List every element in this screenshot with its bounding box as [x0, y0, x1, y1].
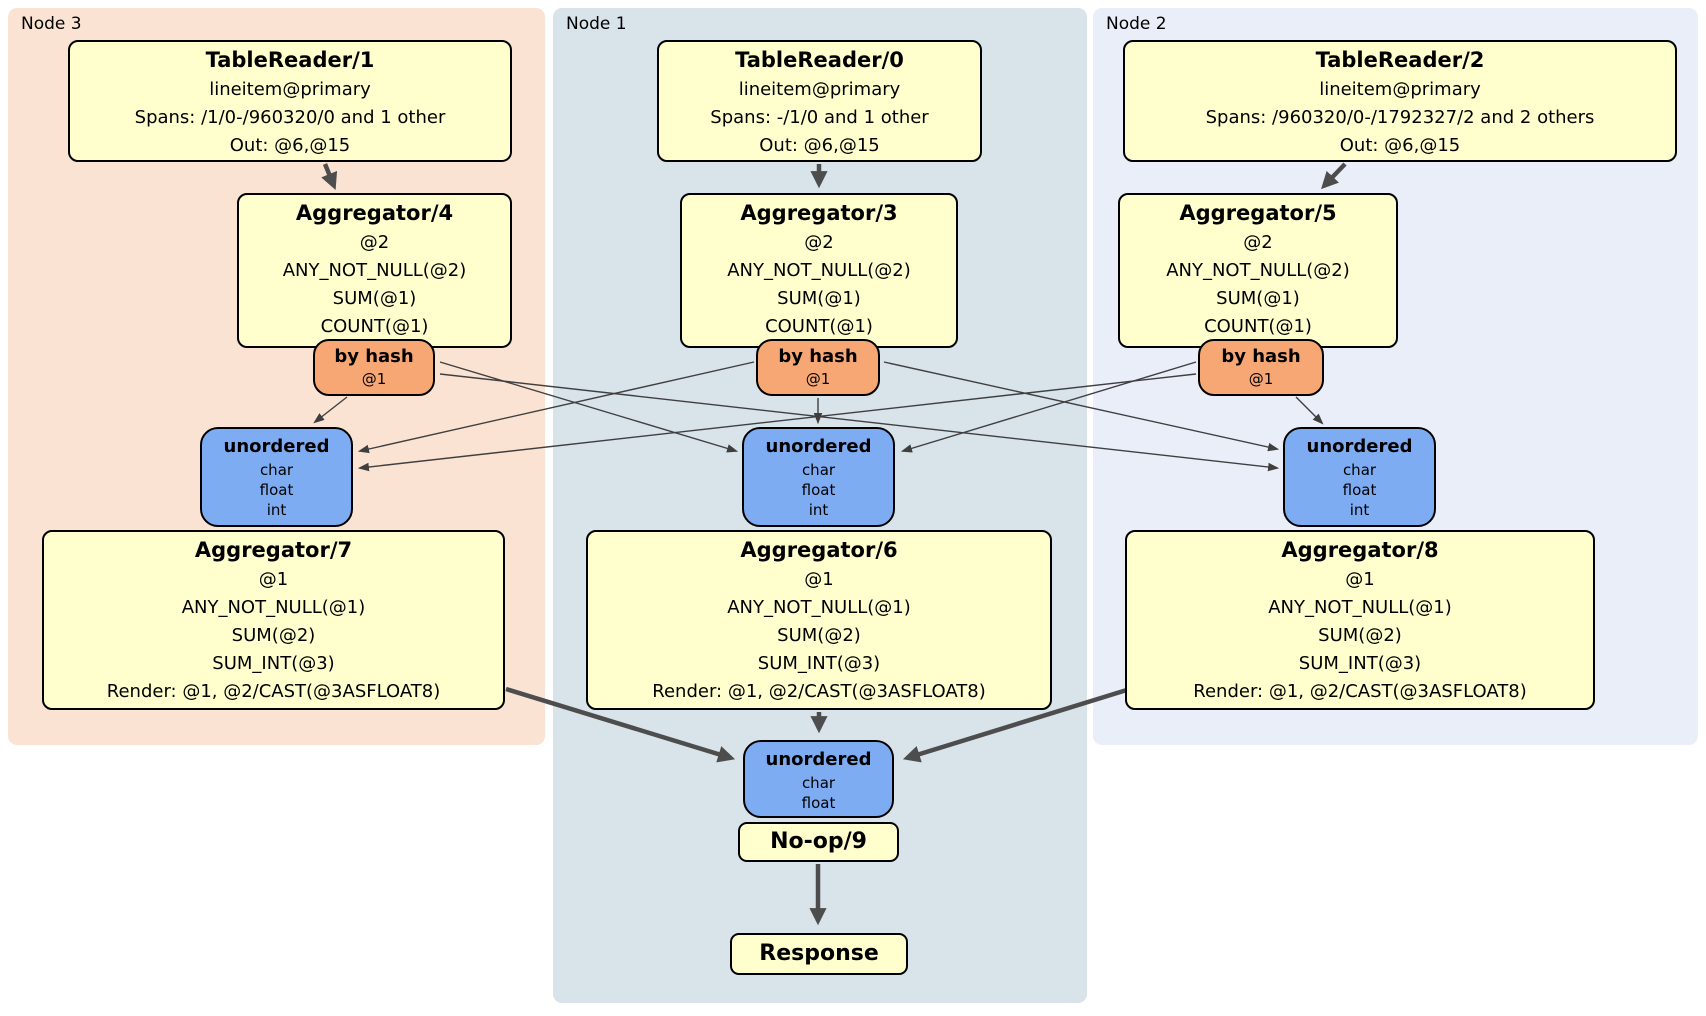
processor-render: Render: @1, @2/CAST(@3ASFLOAT8)	[652, 681, 986, 702]
sync-type: int	[1349, 501, 1370, 519]
processor-aggfunc: SUM(@1)	[332, 288, 417, 309]
sync-title: unordered	[223, 436, 330, 457]
processor-index: lineitem@primary	[209, 79, 371, 100]
router-title: by hash	[334, 346, 414, 367]
processor-index: lineitem@primary	[1319, 79, 1481, 100]
sync-title: unordered	[1306, 436, 1413, 457]
processor-aggregator-8: Aggregator/8 @1 ANY_NOT_NULL(@1) SUM(@2)…	[1125, 530, 1595, 710]
processor-aggregator-7: Aggregator/7 @1 ANY_NOT_NULL(@1) SUM(@2)…	[42, 530, 505, 710]
processor-out: Out: @6,@15	[759, 135, 880, 156]
processor-title: TableReader/0	[735, 48, 904, 72]
sync-unordered-node1: unordered char float int	[742, 427, 895, 527]
processor-aggregator-3: Aggregator/3 @2 ANY_NOT_NULL(@2) SUM(@1)…	[680, 193, 958, 348]
processor-title: Aggregator/6	[740, 538, 898, 562]
processor-groupcols: @2	[1243, 232, 1273, 253]
sync-unordered-node2: unordered char float int	[1283, 427, 1436, 527]
processor-groupcols: @1	[1345, 569, 1375, 590]
router-by-hash-node3: by hash @1	[313, 339, 435, 396]
processor-tablereader-1: TableReader/1 lineitem@primary Spans: /1…	[68, 40, 512, 162]
processor-spans: Spans: -/1/0 and 1 other	[710, 107, 929, 128]
sync-title: unordered	[765, 436, 872, 457]
sync-type: float	[801, 794, 836, 812]
response-title: Response	[759, 941, 879, 966]
processor-aggfunc: SUM(@1)	[1216, 288, 1300, 309]
processor-out: Out: @6,@15	[1339, 135, 1461, 156]
processor-aggfunc: ANY_NOT_NULL(@1)	[181, 597, 366, 618]
sync-unordered-final: unordered char float	[743, 740, 894, 818]
node-label-1: Node 1	[566, 14, 627, 34]
processor-render: Render: @1, @2/CAST(@3ASFLOAT8)	[1193, 681, 1527, 702]
processor-groupcols: @2	[804, 232, 834, 253]
processor-title: TableReader/2	[1315, 48, 1485, 72]
node-label-3: Node 3	[21, 14, 82, 34]
processor-aggregator-6: Aggregator/6 @1 ANY_NOT_NULL(@1) SUM(@2)…	[586, 530, 1052, 710]
node-label-2: Node 2	[1106, 14, 1167, 34]
processor-groupcols: @1	[804, 569, 834, 590]
processor-aggfunc: SUM(@1)	[777, 288, 861, 309]
processor-noop-9: No-op/9	[738, 822, 899, 862]
processor-aggfunc: SUM_INT(@3)	[757, 653, 881, 674]
sync-type: char	[259, 461, 294, 479]
processor-title: Aggregator/4	[295, 201, 454, 225]
router-title: by hash	[778, 346, 858, 367]
processor-aggfunc: SUM(@2)	[231, 625, 316, 646]
sync-type: float	[801, 481, 836, 499]
processor-spans: Spans: /960320/0-/1792327/2 and 2 others	[1205, 107, 1595, 128]
processor-aggfunc: ANY_NOT_NULL(@1)	[727, 597, 911, 618]
processor-index: lineitem@primary	[738, 79, 901, 100]
sync-type: float	[1342, 481, 1377, 499]
processor-title: TableReader/1	[205, 48, 375, 72]
response-box: Response	[730, 933, 908, 975]
processor-tablereader-2: TableReader/2 lineitem@primary Spans: /9…	[1123, 40, 1677, 162]
router-cols: @1	[805, 370, 831, 388]
processor-spans: Spans: /1/0-/960320/0 and 1 other	[134, 107, 446, 128]
sync-type: char	[801, 774, 836, 792]
processor-title: Aggregator/5	[1179, 201, 1337, 225]
processor-aggfunc: SUM(@2)	[1318, 625, 1402, 646]
sync-type: int	[808, 501, 829, 519]
processor-title: Aggregator/8	[1281, 538, 1439, 562]
sync-unordered-node3: unordered char float int	[200, 427, 353, 527]
router-by-hash-node1: by hash @1	[756, 339, 880, 396]
processor-aggfunc: COUNT(@1)	[320, 316, 429, 337]
processor-aggfunc: COUNT(@1)	[1204, 316, 1312, 337]
sync-type: char	[801, 461, 836, 479]
processor-aggfunc: ANY_NOT_NULL(@1)	[1268, 597, 1452, 618]
router-cols: @1	[361, 370, 387, 388]
processor-aggfunc: ANY_NOT_NULL(@2)	[282, 260, 467, 281]
processor-aggregator-4: Aggregator/4 @2 ANY_NOT_NULL(@2) SUM(@1)…	[237, 193, 512, 348]
processor-aggregator-5: Aggregator/5 @2 ANY_NOT_NULL(@2) SUM(@1)…	[1118, 193, 1398, 348]
processor-groupcols: @2	[359, 232, 390, 253]
sync-title: unordered	[765, 749, 872, 770]
processor-aggfunc: ANY_NOT_NULL(@2)	[727, 260, 911, 281]
processor-title: Aggregator/3	[740, 201, 898, 225]
router-by-hash-node2: by hash @1	[1198, 339, 1324, 396]
sync-type: float	[259, 481, 294, 499]
processor-groupcols: @1	[258, 569, 289, 590]
processor-title: No-op/9	[770, 829, 867, 854]
processor-title: Aggregator/7	[194, 538, 353, 562]
router-cols: @1	[1248, 370, 1274, 388]
processor-tablereader-0: TableReader/0 lineitem@primary Spans: -/…	[657, 40, 982, 162]
sync-type: int	[266, 501, 287, 519]
processor-aggfunc: SUM_INT(@3)	[212, 653, 335, 674]
processor-out: Out: @6,@15	[229, 135, 351, 156]
processor-aggfunc: COUNT(@1)	[765, 316, 873, 337]
sync-type: char	[1342, 461, 1377, 479]
processor-render: Render: @1, @2/CAST(@3ASFLOAT8)	[106, 681, 441, 702]
router-title: by hash	[1221, 346, 1301, 367]
processor-aggfunc: SUM_INT(@3)	[1298, 653, 1422, 674]
processor-aggfunc: SUM(@2)	[777, 625, 861, 646]
processor-aggfunc: ANY_NOT_NULL(@2)	[1166, 260, 1350, 281]
